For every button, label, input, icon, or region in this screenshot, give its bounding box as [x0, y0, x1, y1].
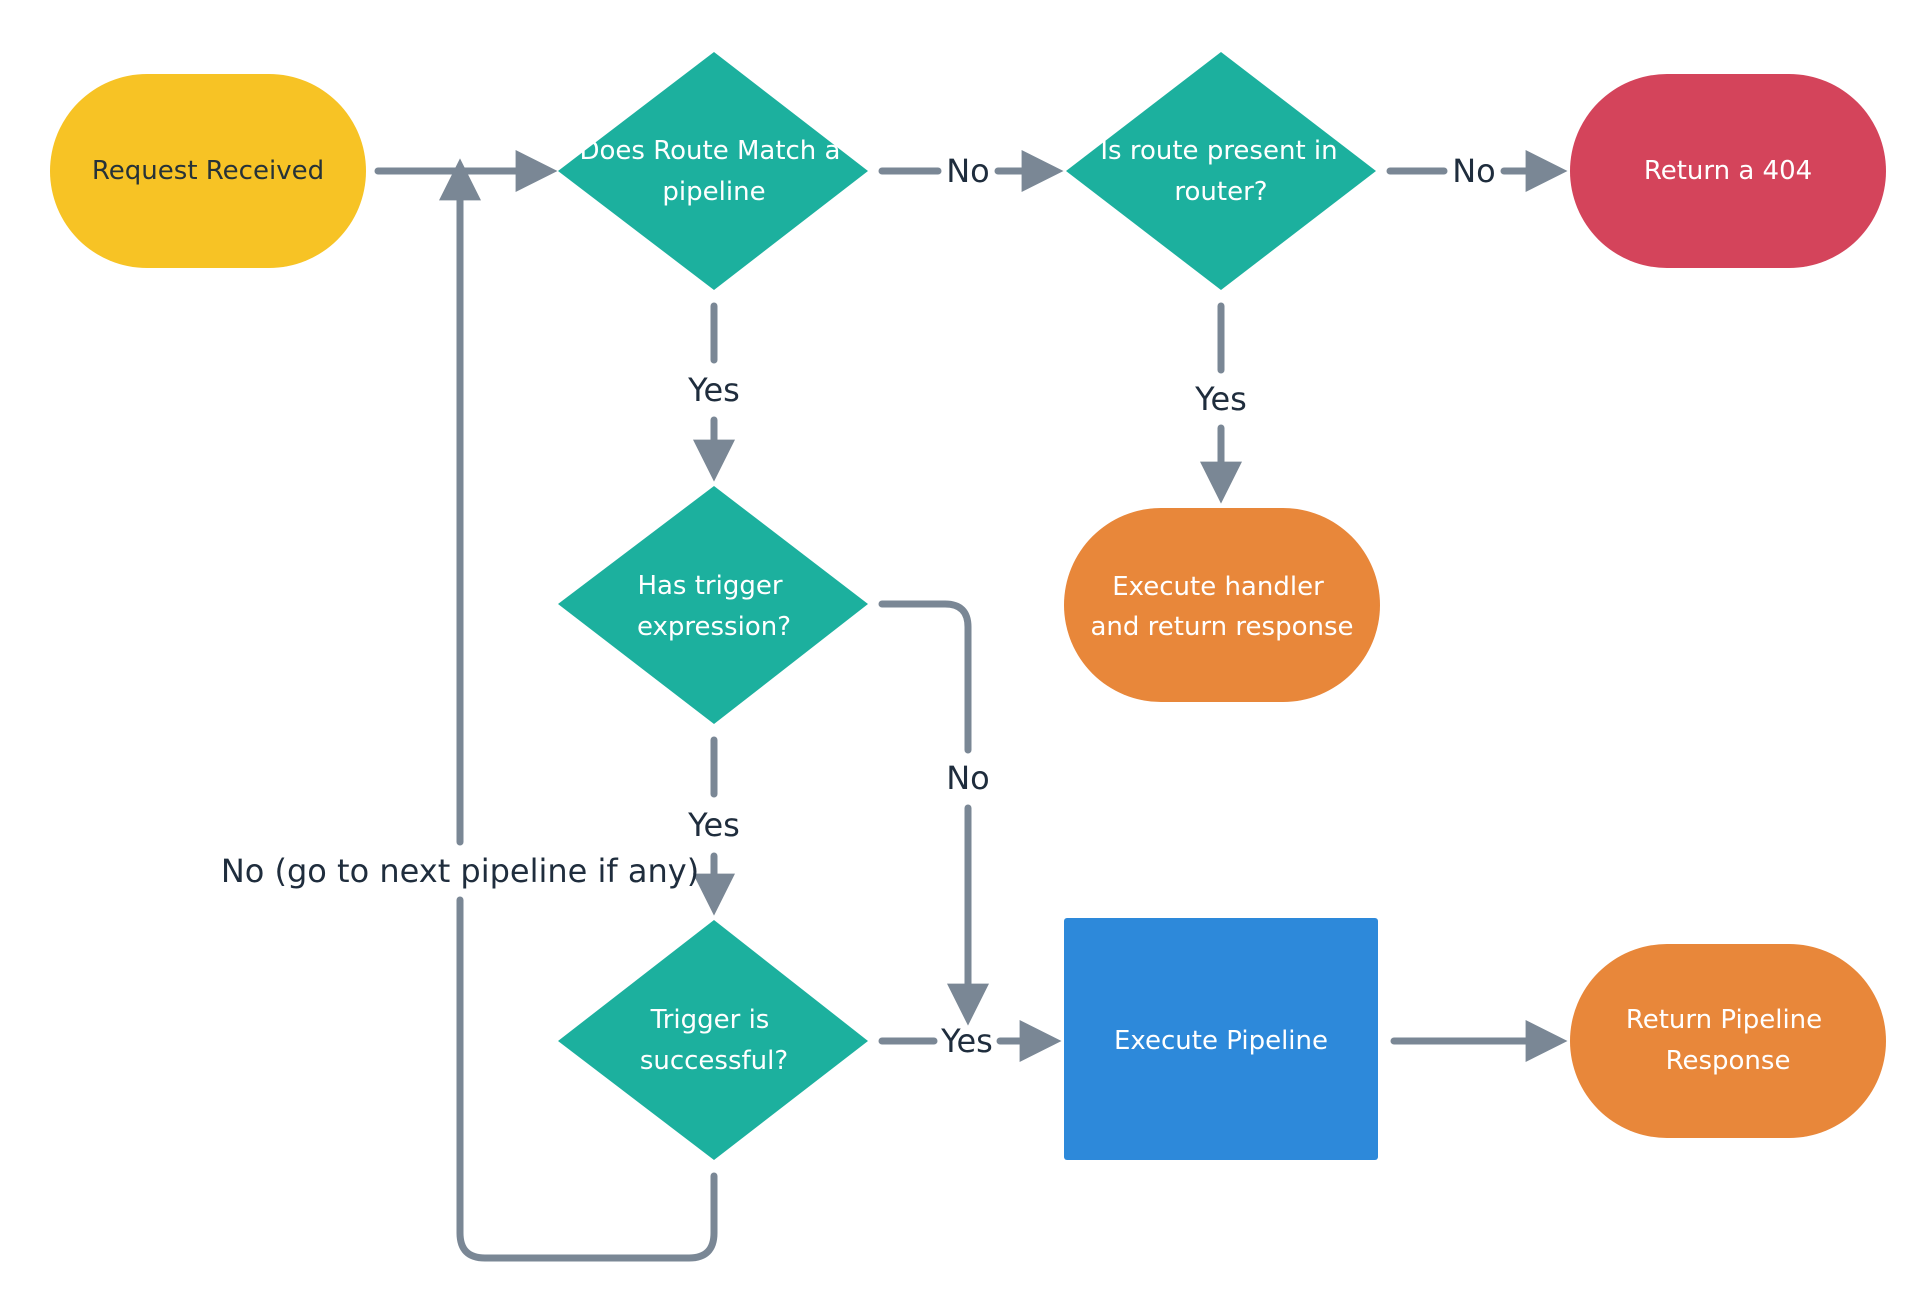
node-execute-handler: Execute handler and return response [1064, 508, 1380, 702]
edge-label-trigger-success-no: No (go to next pipeline if any) [221, 852, 699, 890]
node-route-match-label-line2: pipeline [662, 177, 765, 207]
node-request-received-label: Request Received [92, 156, 324, 186]
node-execute-handler-label-line1: Execute handler [1112, 572, 1324, 602]
node-execute-pipeline-label: Execute Pipeline [1114, 1026, 1328, 1056]
node-trigger-success-label-line2: successful? [640, 1046, 788, 1076]
node-has-trigger-label-line1: Has trigger [637, 571, 782, 601]
node-trigger-success-label-line1: Trigger is [650, 1005, 770, 1035]
node-return-pipeline-shape [1570, 944, 1886, 1138]
node-route-present-shape [1066, 52, 1376, 290]
nodes: Request Received Does Route Match a pipe… [50, 52, 1886, 1160]
node-has-trigger-label-line2: expression? [637, 612, 791, 642]
node-has-trigger-shape [558, 486, 868, 724]
node-route-match-shape [558, 52, 868, 290]
node-return-pipeline-label-line1: Return Pipeline [1626, 1005, 1822, 1035]
edge-label-route-match-no: No [946, 152, 990, 190]
node-execute-pipeline: Execute Pipeline [1064, 918, 1378, 1160]
node-request-received: Request Received [50, 74, 366, 268]
edge-label-has-trigger-yes: Yes [687, 806, 740, 844]
edge-labels: No No Yes Yes Yes No Yes No (go to next … [221, 152, 1496, 1060]
node-request-received-shape [50, 74, 366, 268]
edges [374, 150, 1568, 1262]
node-execute-pipeline-shape [1064, 918, 1378, 1160]
edge-label-trigger-success-yes: Yes [940, 1022, 993, 1060]
edge-label-route-present-no: No [1452, 152, 1496, 190]
node-has-trigger: Has trigger expression? [558, 486, 868, 724]
edge-label-has-trigger-no: No [946, 759, 990, 797]
node-trigger-success: Trigger is successful? [558, 920, 868, 1160]
node-return-404-shape [1570, 74, 1886, 268]
edge-has-trigger-no-top [878, 600, 972, 754]
edge-label-route-present-yes: Yes [1194, 380, 1247, 418]
node-route-present-label-line2: router? [1174, 177, 1267, 207]
node-route-present: Is route present in router? [1066, 52, 1376, 290]
node-return-404: Return a 404 [1570, 74, 1886, 268]
node-return-pipeline-label-line2: Response [1666, 1046, 1791, 1076]
node-execute-handler-label-line2: and return response [1090, 612, 1353, 642]
node-return-pipeline: Return Pipeline Response [1570, 944, 1886, 1138]
edge-trigger-success-no-lower [456, 896, 718, 1262]
node-execute-handler-shape [1064, 508, 1380, 702]
node-route-present-label-line1: Is route present in [1100, 136, 1337, 166]
node-trigger-success-shape [558, 920, 868, 1160]
node-route-match-label-line1: Does Route Match a [579, 136, 840, 166]
node-return-404-label: Return a 404 [1644, 156, 1812, 186]
node-route-match: Does Route Match a pipeline [558, 52, 868, 290]
edge-label-route-match-yes: Yes [687, 371, 740, 409]
